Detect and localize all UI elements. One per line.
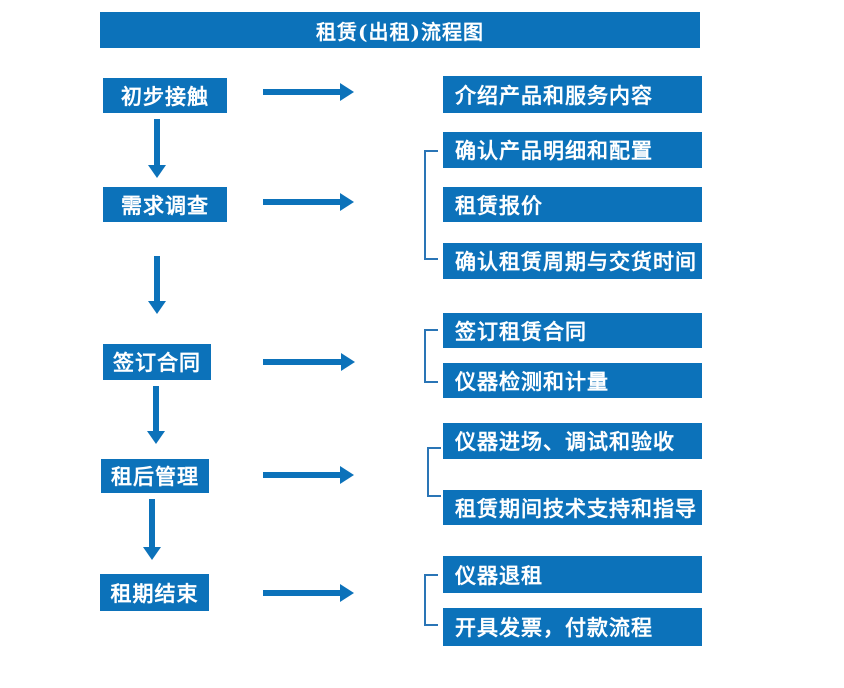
stage-box-initial-contact: 初步接触 — [103, 78, 227, 113]
arrow-shaft — [263, 89, 342, 95]
detail-box-instrument-inspection: 仪器检测和计量 — [443, 363, 702, 398]
arrow-head — [143, 547, 161, 560]
arrow-head — [148, 165, 166, 178]
arrow-right-icon — [263, 584, 354, 602]
arrow-right-icon — [263, 466, 354, 484]
arrow-right-icon — [263, 83, 354, 101]
arrow-head — [340, 193, 354, 211]
detail-box-introduce-products: 介绍产品和服务内容 — [443, 76, 702, 113]
arrow-shaft — [263, 359, 343, 365]
stage-box-lease-end: 租期结束 — [100, 574, 209, 611]
stage-box-sign-contract: 签订合同 — [103, 344, 211, 380]
detail-box-instrument-return: 仪器退租 — [443, 556, 702, 593]
arrow-shaft — [153, 386, 159, 433]
arrow-shaft — [263, 472, 342, 478]
arrow-head — [147, 431, 165, 444]
stage-box-demand-survey: 需求调查 — [103, 187, 227, 222]
arrow-head — [341, 353, 355, 371]
page-title: 租赁(出租)流程图 — [316, 19, 484, 44]
title-bar: 租赁(出租)流程图 — [100, 12, 700, 48]
arrow-right-icon — [263, 353, 355, 371]
arrow-head — [340, 83, 354, 101]
stage-box-post-rental-management: 租后管理 — [101, 459, 209, 493]
detail-box-confirm-product-details: 确认产品明细和配置 — [443, 132, 702, 168]
arrow-shaft — [149, 499, 155, 549]
arrow-down-icon — [148, 119, 166, 178]
detail-box-sign-rental-contract: 签订租赁合同 — [443, 313, 702, 348]
arrow-down-icon — [147, 386, 165, 444]
detail-box-instrument-setup-acceptance: 仪器进场、调试和验收 — [443, 423, 702, 459]
bracket-connector — [424, 574, 438, 626]
arrow-down-icon — [148, 256, 166, 314]
arrow-head — [340, 466, 354, 484]
arrow-shaft — [263, 590, 342, 596]
arrow-shaft — [154, 119, 160, 167]
arrow-shaft — [263, 199, 342, 205]
detail-box-confirm-rental-period: 确认租赁周期与交货时间 — [443, 243, 702, 279]
arrow-shaft — [154, 256, 160, 303]
arrow-head — [340, 584, 354, 602]
bracket-connector — [427, 447, 441, 497]
detail-box-rental-quote: 租赁报价 — [443, 187, 702, 222]
arrow-right-icon — [263, 193, 354, 211]
bracket-connector — [424, 150, 438, 260]
arrow-head — [148, 301, 166, 314]
bracket-connector — [424, 329, 438, 383]
detail-box-technical-support: 租赁期间技术支持和指导 — [443, 490, 702, 525]
detail-box-invoice-payment: 开具发票，付款流程 — [443, 608, 702, 646]
arrow-down-icon — [143, 499, 161, 560]
